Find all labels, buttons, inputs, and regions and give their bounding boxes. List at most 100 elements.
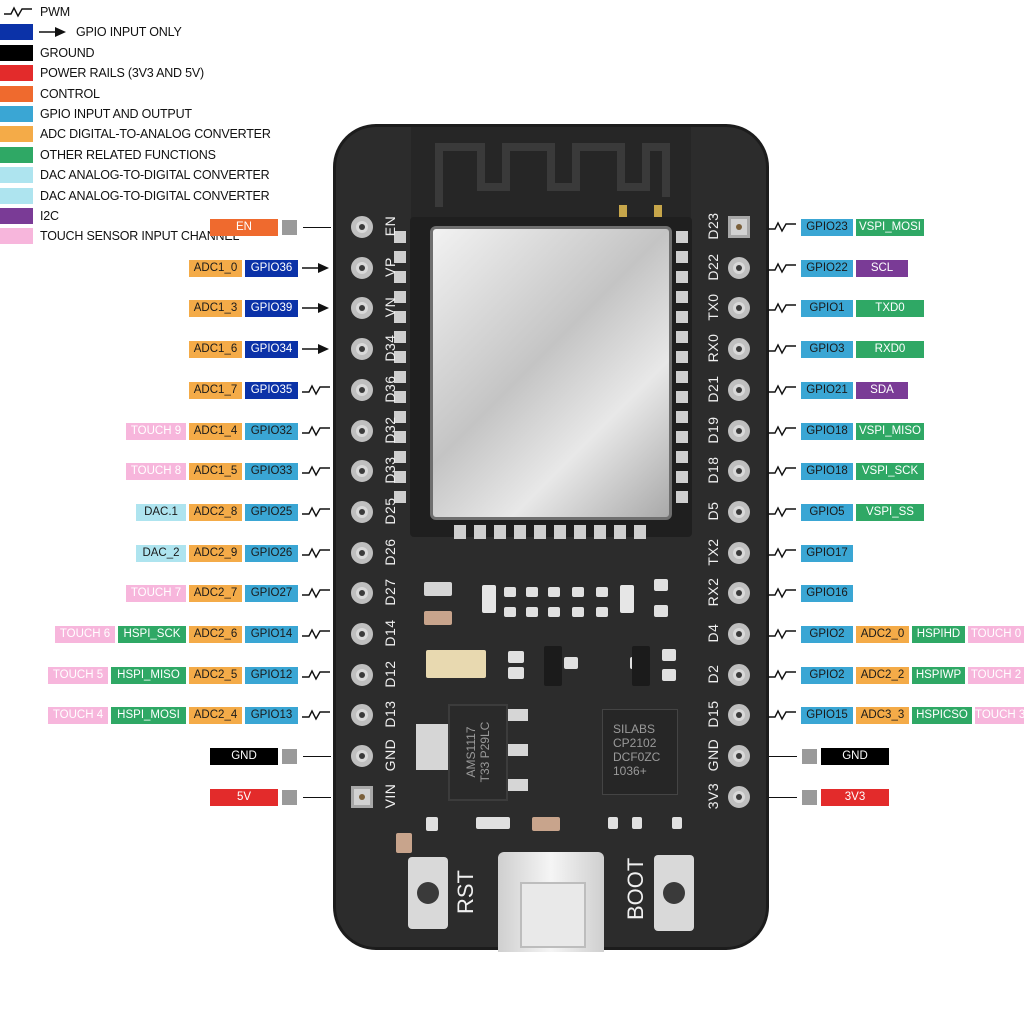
pin-label: GPIO33: [245, 463, 298, 481]
pin-silkscreen: VIN: [382, 783, 398, 809]
pin-silkscreen: VN: [382, 297, 398, 318]
smd-component: [564, 657, 578, 669]
pwm-icon: [768, 262, 796, 274]
pin-label: 3V3: [821, 788, 889, 806]
pin-label: GPIO26: [245, 544, 298, 562]
antenna-area: [411, 127, 691, 222]
smd-component: [508, 667, 524, 679]
smd-component: [548, 587, 560, 597]
smd-component: [476, 817, 510, 829]
pin-label: GPIO17: [801, 544, 853, 562]
boot-button[interactable]: [654, 855, 694, 931]
pin-silkscreen: D32: [382, 415, 398, 444]
pwm-icon: [302, 465, 330, 477]
pin-connector-line: [303, 796, 331, 798]
voltage-regulator: AMS1117 T33 P29LC: [448, 704, 508, 801]
pin-label: GPIO35: [245, 381, 298, 399]
smd-component: [672, 817, 682, 829]
pin-silkscreen: D25: [382, 497, 398, 525]
pin-silkscreen: GND: [382, 738, 398, 772]
pin-hole: [351, 785, 373, 808]
pin-label: HSPIHD: [912, 626, 965, 643]
boot-button-cap[interactable]: [663, 882, 685, 904]
pin-label: ADC3_3: [856, 707, 909, 725]
pin-label: RXD0: [856, 341, 924, 359]
pin-label: HSPI_MISO: [111, 666, 186, 684]
pin-silkscreen: D12: [382, 660, 398, 688]
arrow-icon: [302, 262, 329, 273]
module-pad: [394, 291, 406, 303]
pin-tab: [282, 749, 297, 765]
pin-silkscreen: D18: [705, 456, 721, 484]
pwm-icon: [768, 343, 796, 355]
pin-label: VSPI_MOSI: [856, 219, 924, 236]
pin-silkscreen: VP: [382, 256, 398, 277]
pwm-icon: [768, 709, 796, 721]
esp32-board: AMS1117 T33 P29LC SILABS CP2102 DCF0ZC 1…: [336, 127, 766, 952]
pin-label: TOUCH 4: [48, 707, 108, 725]
pin-silkscreen: D27: [382, 578, 398, 606]
pin-hole: [728, 785, 750, 808]
rst-label: RST: [453, 870, 478, 914]
pwm-icon: [768, 506, 796, 518]
module-pad: [394, 451, 406, 463]
smd-component: [572, 607, 584, 617]
module-pad: [394, 371, 406, 383]
pin-silkscreen: D4: [705, 623, 721, 643]
pin-silkscreen: 3V3: [705, 782, 721, 810]
pin-silkscreen: D5: [705, 501, 721, 521]
smd-component: [620, 585, 634, 613]
regulator-text: AMS1117 T33 P29LC: [464, 721, 492, 783]
pin-hole: [728, 582, 750, 605]
pin-label: GPIO22: [801, 259, 853, 277]
pwm-icon: [302, 669, 330, 681]
smd-component: [504, 607, 516, 617]
pwm-icon: [302, 587, 330, 599]
smd-component: [654, 579, 668, 591]
module-pad: [676, 371, 688, 383]
pin-hole: [351, 297, 373, 320]
pin-label: GPIO16: [801, 585, 853, 603]
pin-hole: [728, 623, 750, 645]
legend-label: ADC DIGITAL-TO-ANALOG CONVERTER: [40, 127, 271, 142]
pin-label: TXD0: [856, 300, 924, 318]
legend-swatch: [0, 167, 33, 184]
module-pad: [474, 525, 486, 539]
pin-silkscreen: D2: [705, 664, 721, 684]
rst-button[interactable]: [408, 857, 448, 929]
pin-label: HSPI_SCK: [118, 626, 186, 643]
pin-silkscreen: RX2: [705, 577, 721, 607]
smd-component: [526, 607, 538, 617]
smd-component: [424, 611, 452, 625]
pin-label: SCL: [856, 259, 908, 277]
pin-label: HSPIWP: [912, 666, 965, 684]
pwm-icon: [4, 6, 32, 18]
legend-swatch: [0, 187, 33, 204]
module-pad: [676, 231, 688, 243]
module-pad: [676, 431, 688, 443]
pin-label: ADC1_0: [189, 259, 242, 277]
module-pad: [394, 251, 406, 263]
pwm-icon: [302, 424, 330, 436]
legend-label: GROUND: [40, 45, 95, 60]
pin-tab: [802, 749, 817, 765]
pin-label: ADC2_5: [189, 666, 242, 684]
pwm-icon: [302, 506, 330, 518]
pin-label: TOUCH 2: [968, 666, 1024, 684]
legend-item: GPIO INPUT ONLY: [0, 23, 182, 41]
rst-button-cap[interactable]: [417, 882, 439, 904]
micro-usb-port[interactable]: [498, 852, 604, 952]
legend-item: TOUCH SENSOR INPUT CHANNEL: [0, 227, 239, 245]
module-pad: [676, 351, 688, 363]
pin-silkscreen: D26: [382, 538, 398, 566]
pin-label: GPIO18: [801, 422, 853, 440]
pin-silkscreen: D13: [382, 700, 398, 728]
pin-label: ADC2_0: [856, 626, 909, 643]
pin-label: GPIO27: [245, 585, 298, 603]
pin-connector-line: [769, 796, 797, 798]
module-pad: [676, 451, 688, 463]
pin-label: ADC2_7: [189, 585, 242, 603]
smd-component: [548, 607, 560, 617]
pin-hole: [351, 623, 373, 645]
pin-label: DAC_2: [136, 544, 186, 562]
